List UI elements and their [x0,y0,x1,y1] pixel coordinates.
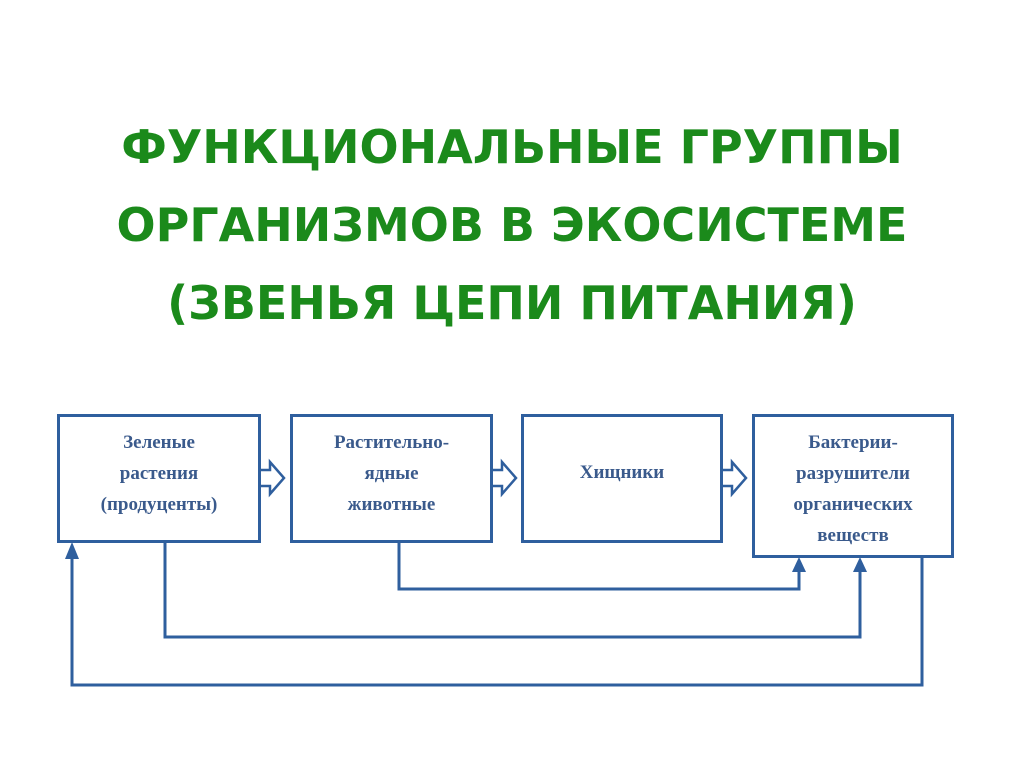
arrowhead-icon [65,542,79,559]
node-label: растения [119,463,199,484]
connector-herbivores-to-bacteria [397,542,801,591]
node-label: Растительно- [333,432,450,453]
node-label: ядные [364,463,419,484]
title-line-3: (ЗВЕНЬЯ ЦЕПИ ПИТАНИЯ) [167,276,857,330]
slide-title: ФУНКЦИОНАЛЬНЫЕ ГРУППЫ ОРГАНИЗМОВ В ЭКОСИ… [0,108,1024,342]
node-label: Хищники [579,462,665,483]
node-decomposers: Бактерии- разрушители органических вещес… [752,414,954,558]
connector-plants-to-bacteria [163,542,862,639]
node-predators: Хищники [521,414,723,543]
arrowhead-icon [792,557,806,572]
node-label: Зеленые [123,432,195,453]
node-label: органических [793,494,913,515]
title-line-2: ОРГАНИЗМОВ В ЭКОСИСТЕМЕ [116,198,908,252]
node-label: Бактерии- [808,432,898,453]
node-label: веществ [817,525,889,546]
node-label: разрушители [796,463,910,484]
node-herbivores: Растительно- ядные животные [290,414,493,543]
connector-bacteria-to-plants [70,555,924,687]
node-producers: Зеленые растения (продуценты) [57,414,261,543]
node-label: (продуценты) [100,494,218,515]
title-line-1: ФУНКЦИОНАЛЬНЫЕ ГРУППЫ [121,120,903,174]
arrowhead-icon [853,557,867,572]
node-label: животные [347,494,436,515]
